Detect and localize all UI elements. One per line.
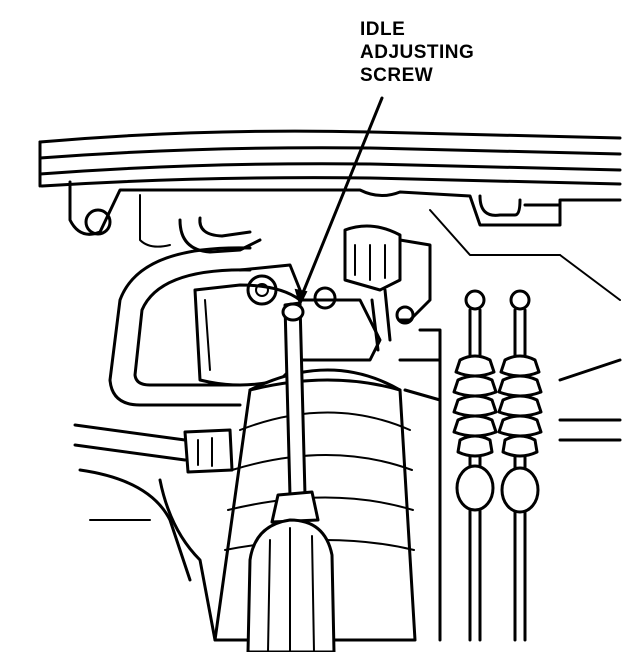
- left-connector: [73, 423, 234, 582]
- throttle-cables: [398, 289, 531, 642]
- callout-leader-line: [298, 96, 384, 302]
- callout-line-3: SCREW: [360, 65, 434, 86]
- callout-line-2: ADJUSTING: [360, 42, 475, 63]
- coolant-hose: [108, 216, 262, 407]
- screwdriver-icon: [246, 301, 336, 652]
- engine-block: [68, 180, 622, 301]
- cable-boot-left: [452, 354, 498, 512]
- intake-manifold-lines: [38, 129, 622, 188]
- bottom-frame: [89, 358, 622, 642]
- callout-leader-arrow: [294, 288, 308, 307]
- idle-adjusting-screw-label: IDLE ADJUSTING SCREW: [360, 18, 474, 87]
- callout-line-1: IDLE: [360, 19, 406, 40]
- throttle-body: [193, 224, 432, 387]
- cable-boot-right: [497, 354, 543, 514]
